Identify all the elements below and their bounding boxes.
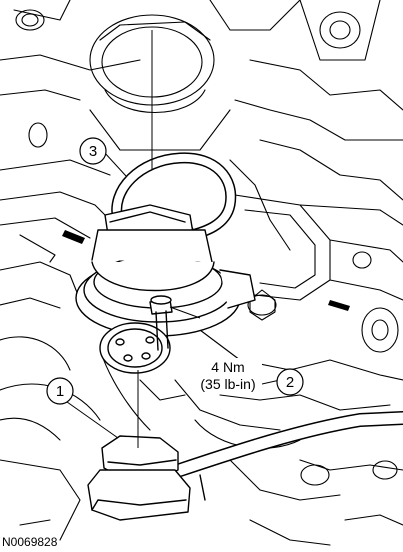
callout-2: 2	[276, 368, 304, 396]
torque-spec: 4 Nm (35 lb-in)	[194, 358, 262, 394]
torque-value-lbin: (35 lb-in)	[200, 376, 255, 392]
leader-lines	[59, 30, 281, 448]
torque-value-nm: 4 Nm	[211, 359, 244, 375]
callout-1-label: 1	[56, 383, 64, 400]
callout-2-label: 2	[286, 374, 294, 391]
sensor-assembly	[75, 152, 256, 374]
figure-id: N0069828	[2, 535, 58, 549]
callout-3: 3	[79, 137, 107, 165]
callout-1: 1	[46, 377, 74, 405]
hose-connector	[87, 411, 403, 521]
callout-3-label: 3	[89, 143, 97, 160]
